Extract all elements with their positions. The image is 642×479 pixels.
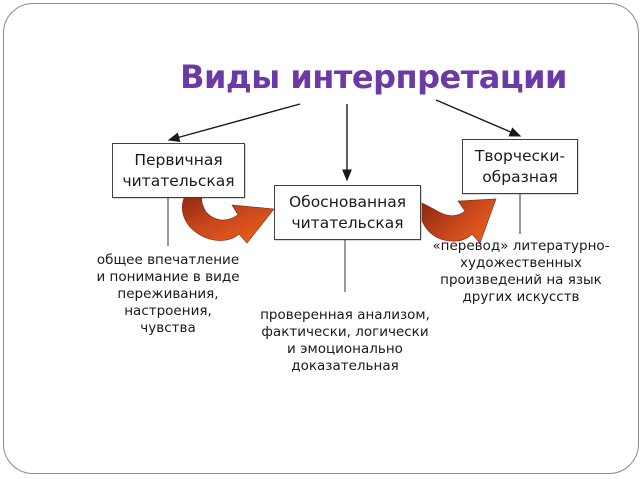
title-to-node-arrows <box>167 99 522 182</box>
curved-arrow-icon-left-to-middle <box>182 197 275 244</box>
curved-arrow-icon-middle-to-right <box>421 198 497 244</box>
node-description-justified-reader: проверенная анализом, фактически, логиче… <box>260 307 430 374</box>
arrow-title-to-right-box <box>435 99 522 137</box>
slide-border <box>3 3 639 474</box>
description-connectors <box>167 193 521 292</box>
node-box-creative-figurative: Творчески- образная <box>462 139 578 194</box>
page-title: Виды интерпретации <box>180 58 567 96</box>
node-box-justified-reader: Обоснованная читательская <box>274 185 421 240</box>
node-description-creative-figurative: «перевод» литературно- художественных пр… <box>432 238 610 305</box>
node-box-primary-reader: Первичная читательская <box>112 143 245 198</box>
arrow-title-to-left-box <box>167 103 301 142</box>
node-description-primary-reader: общее впечатление и понимание в виде пер… <box>96 252 240 336</box>
